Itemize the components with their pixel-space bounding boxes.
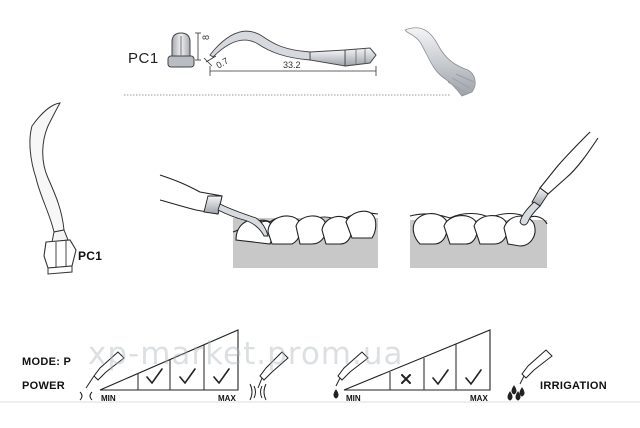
irrigation-label: IRRIGATION (540, 380, 607, 392)
irrigation-max-icon (507, 349, 553, 401)
check-mark-icon (465, 369, 482, 386)
model-label-side: PC1 (78, 249, 103, 263)
power-label: POWER (22, 380, 66, 392)
watermark: xp-market.prom.ua (88, 336, 404, 372)
irrigation-scale (343, 329, 491, 391)
dim-height: 8 (201, 34, 211, 40)
tip-side-view (203, 30, 377, 76)
check-mark-icon (179, 368, 196, 385)
irrigation-level-marks (401, 369, 482, 386)
power-level-marks (146, 368, 230, 385)
power-max-label: MAX (218, 394, 236, 403)
mode-label: MODE: P (22, 356, 72, 368)
check-mark-icon (213, 368, 230, 385)
tip-photo (404, 27, 476, 97)
teeth-illustration-left (159, 174, 379, 268)
power-max-icon (249, 351, 289, 401)
check-mark-icon (432, 369, 449, 386)
irrigation-min-icon (333, 351, 369, 399)
teeth-illustration-right (409, 131, 599, 268)
irrigation-min-label: MIN (346, 394, 361, 403)
dim-length: 33.2 (283, 60, 301, 70)
cross-mark-icon (401, 374, 411, 384)
irrigation-max-label: MAX (470, 394, 488, 403)
tip-large-view (29, 102, 77, 275)
power-handpiece-icon (79, 351, 125, 401)
check-mark-icon (146, 368, 163, 385)
model-label-top: PC1 (128, 50, 159, 67)
tip-base-view (167, 32, 201, 68)
power-min-label: MIN (101, 394, 116, 403)
power-scale (99, 329, 239, 391)
